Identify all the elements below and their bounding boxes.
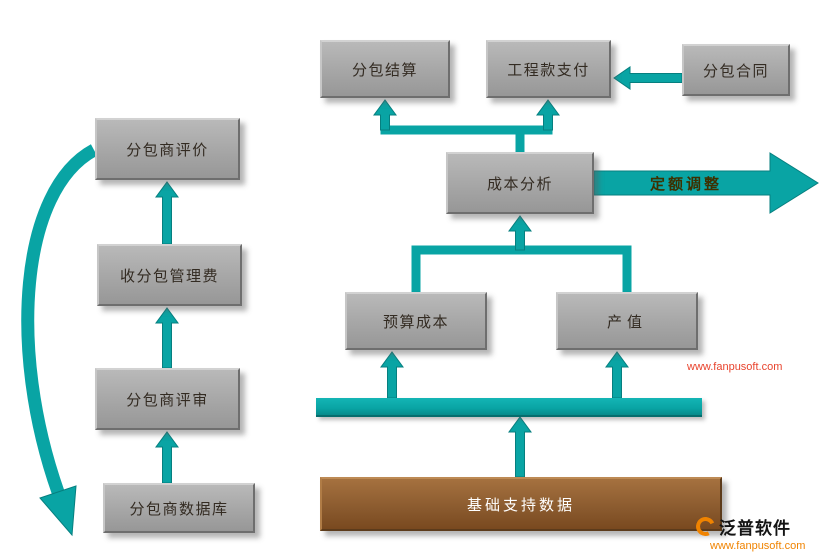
arrow-up-fee-to-evaluation	[155, 181, 179, 245]
quota-adjustment-label: 定额调整	[649, 176, 722, 193]
support-bus-bar	[316, 398, 702, 417]
quota-adjustment-arrow	[593, 152, 819, 214]
fanpu-logo-icon	[693, 514, 718, 539]
node-subcontractor-database: 分包商数据库	[103, 483, 255, 533]
loop-arrowhead-icon	[39, 485, 77, 537]
arrow-up-base-to-bar	[508, 416, 532, 478]
arrow-up-bar-to-output	[605, 351, 629, 399]
arrow-up-bar-to-budget	[380, 351, 404, 399]
node-subcontract-contract: 分包合同	[682, 44, 790, 96]
fanpu-logo-text: 泛普软件	[719, 519, 791, 538]
node-output-value: 产值	[556, 292, 698, 350]
loop-arrow-evaluation-to-database	[21, 144, 98, 495]
arrow-up-merge-to-cost-analysis	[508, 215, 532, 251]
node-base-support-data: 基础支持数据	[320, 477, 722, 531]
arrow-up-to-settlement	[373, 99, 397, 131]
node-budget-cost: 预算成本	[345, 292, 487, 350]
arrow-left-contract-to-payment	[613, 66, 683, 90]
connector-split-top	[380, 125, 553, 153]
arrow-up-review-to-fee	[155, 307, 179, 369]
connector-merge-bottom	[411, 245, 632, 292]
watermark-text: www.fanpusoft.com	[687, 361, 783, 373]
node-management-fee: 收分包管理费	[97, 244, 242, 306]
fanpu-logo: 泛普软件 www.fanpusoft.com	[693, 514, 821, 552]
node-subcontractor-evaluation: 分包商评价	[95, 118, 240, 180]
node-cost-analysis: 成本分析	[446, 152, 594, 214]
arrow-up-to-payment	[536, 99, 560, 131]
arrow-up-database-to-review	[155, 431, 179, 484]
node-subcontractor-review: 分包商评审	[95, 368, 240, 430]
node-subcontract-settlement: 分包结算	[320, 40, 450, 98]
node-project-payment: 工程款支付	[486, 40, 611, 98]
fanpu-logo-url: www.fanpusoft.com	[710, 540, 806, 552]
